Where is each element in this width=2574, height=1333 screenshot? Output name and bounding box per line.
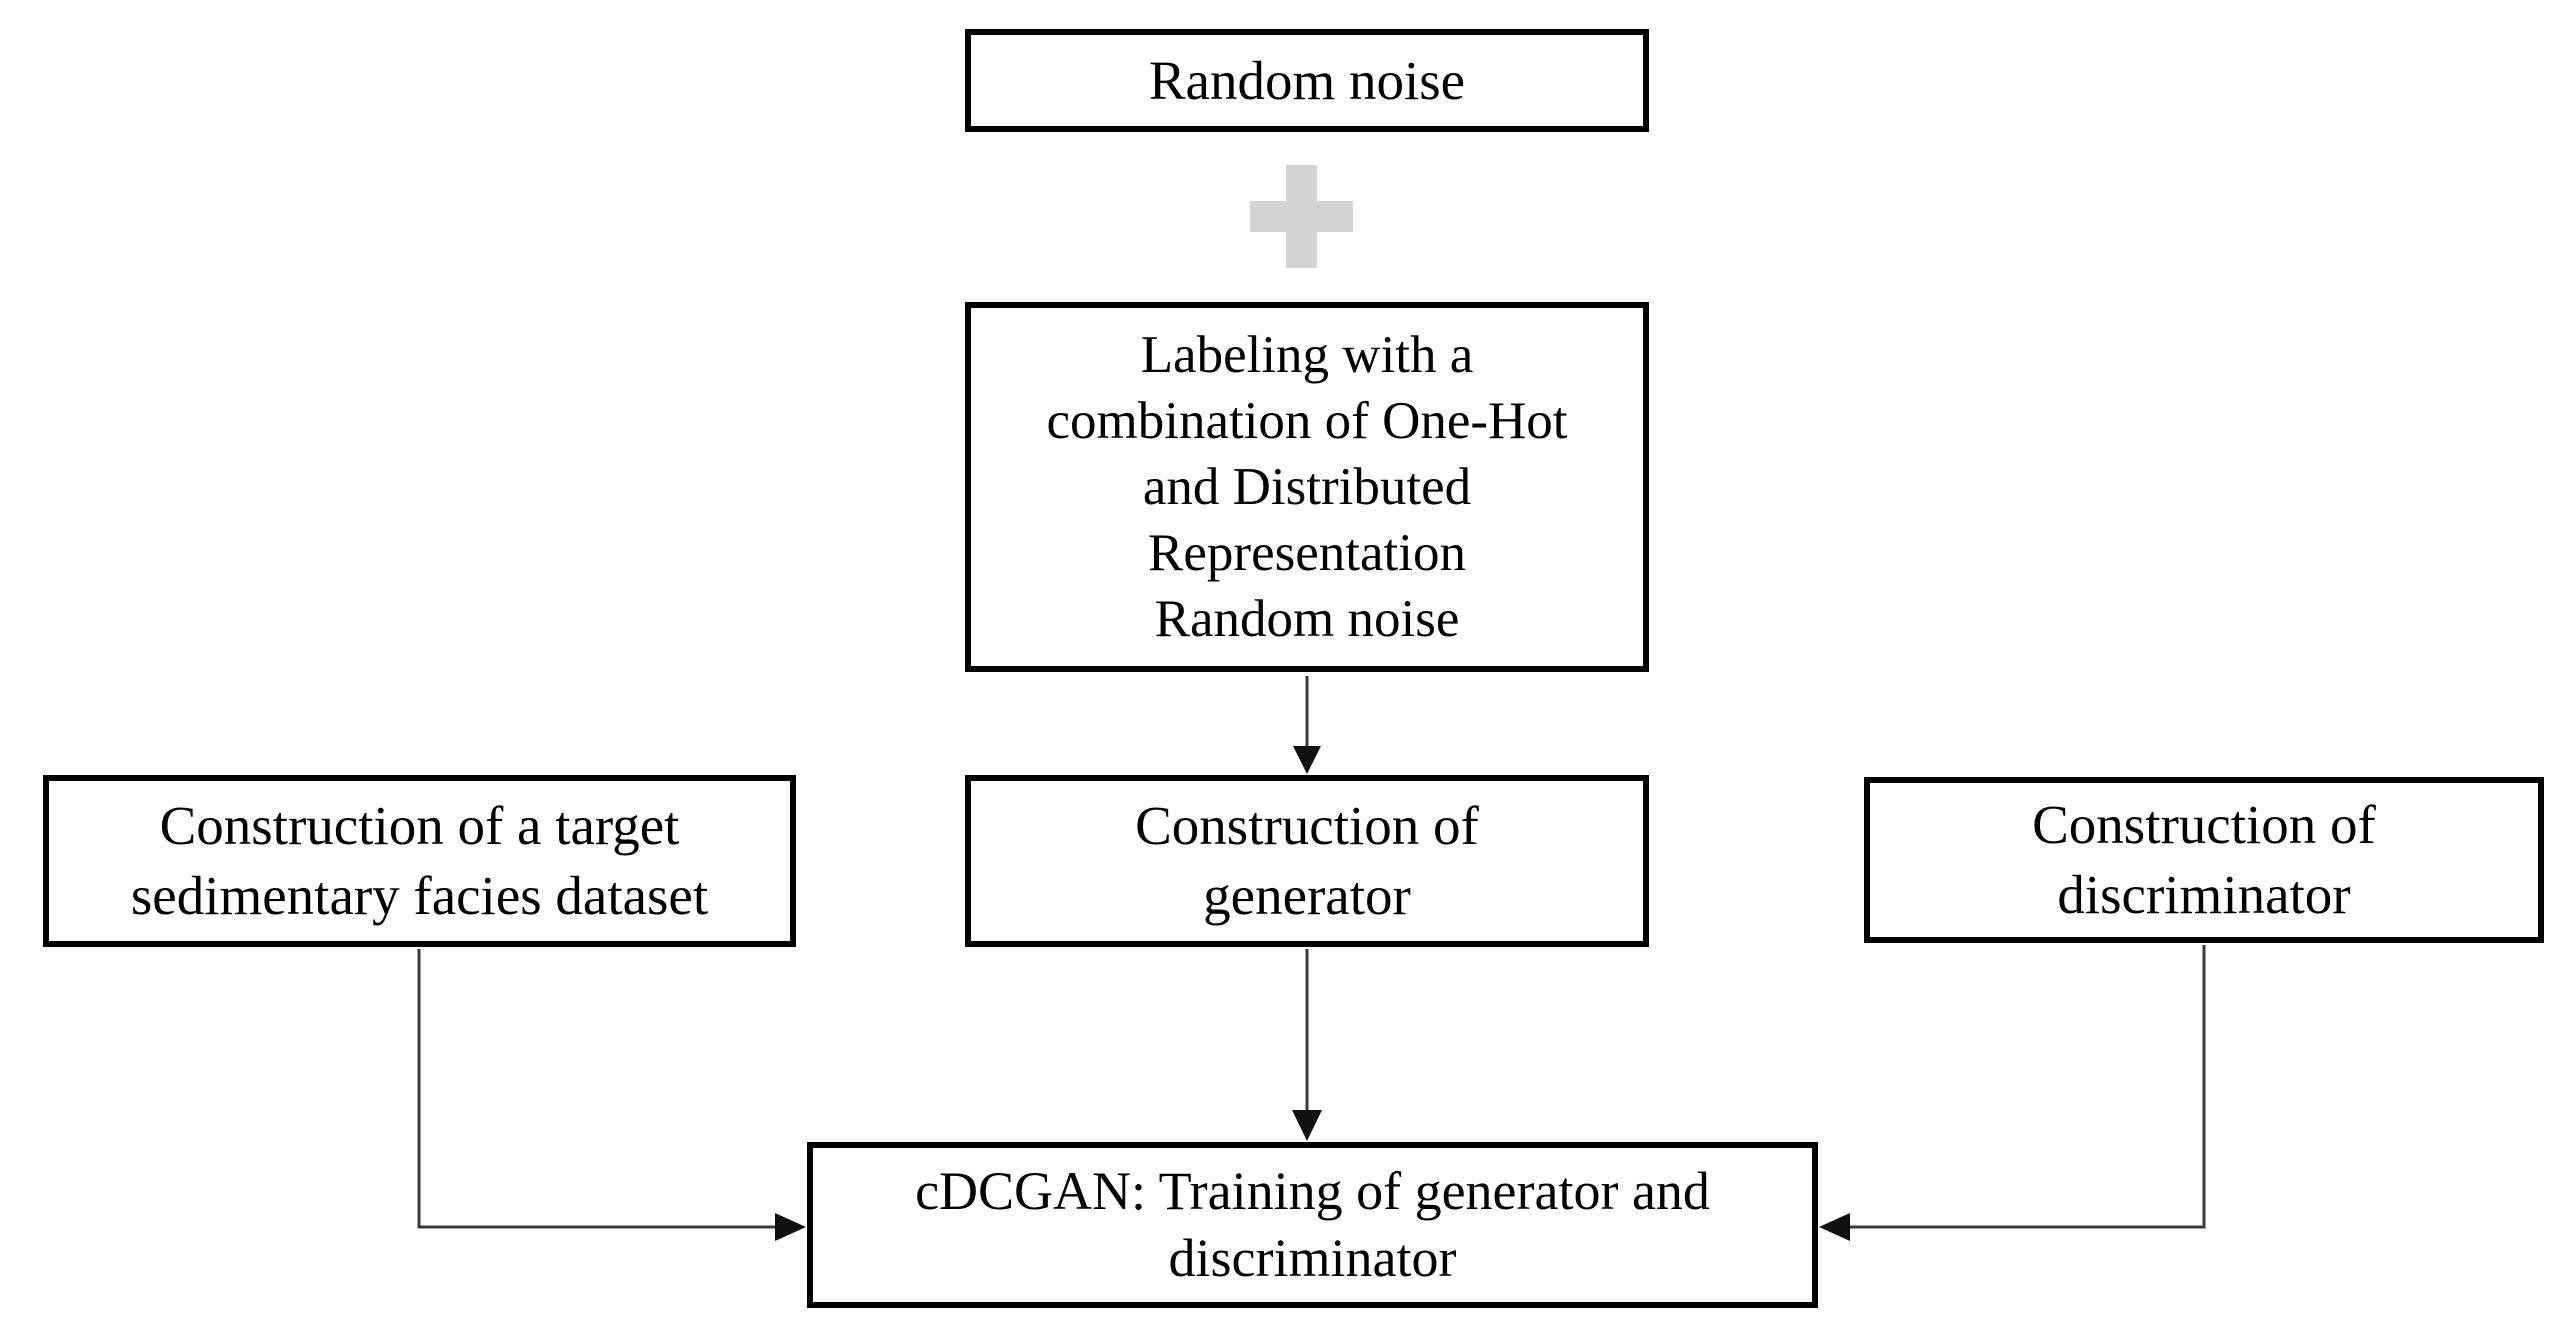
edge-dataset-to-cdcgan-arrow xyxy=(417,949,806,1241)
node-labeling: Labeling with a combination of One-Hot a… xyxy=(965,302,1649,672)
node-dataset-label-line: Construction of a target xyxy=(159,795,680,856)
node-labeling-label-line: Labeling with a xyxy=(1140,326,1474,384)
node-generator: Construction of generator xyxy=(965,775,1649,947)
node-cdcgan-label-line: discriminator xyxy=(1168,1228,1457,1288)
node-discriminator-label-line: discriminator xyxy=(2057,864,2351,925)
node-labeling-label-line: combination of One-Hot xyxy=(1046,392,1568,450)
edge-labeling-to-generator-arrow xyxy=(1293,676,1321,774)
node-dataset-label-line: sedimentary facies dataset xyxy=(130,865,709,926)
node-dataset: Construction of a target sedimentary fac… xyxy=(43,775,796,947)
plus-icon xyxy=(1250,165,1353,268)
node-generator-label-line: Construction of xyxy=(1135,795,1479,856)
node-cdcgan: cDCGAN: Training of generator and discri… xyxy=(807,1142,1818,1308)
node-labeling-label-line: Representation xyxy=(1148,524,1466,582)
node-cdcgan-label-line: cDCGAN: Training of generator and xyxy=(915,1161,1710,1221)
edge-discriminator-to-cdcgan-arrow xyxy=(1819,945,2206,1241)
node-labeling-label-line: Random noise xyxy=(1154,590,1460,648)
node-random-noise: Random noise xyxy=(965,29,1649,132)
node-labeling-label-line: and Distributed xyxy=(1142,458,1472,516)
node-random-noise-label: Random noise xyxy=(1148,49,1466,111)
node-discriminator-label-line: Construction of xyxy=(2032,794,2376,855)
edge-generator-to-cdcgan-arrow xyxy=(1292,949,1322,1141)
node-generator-label-line: generator xyxy=(1203,865,1411,926)
node-discriminator: Construction of discriminator xyxy=(1864,777,2544,943)
